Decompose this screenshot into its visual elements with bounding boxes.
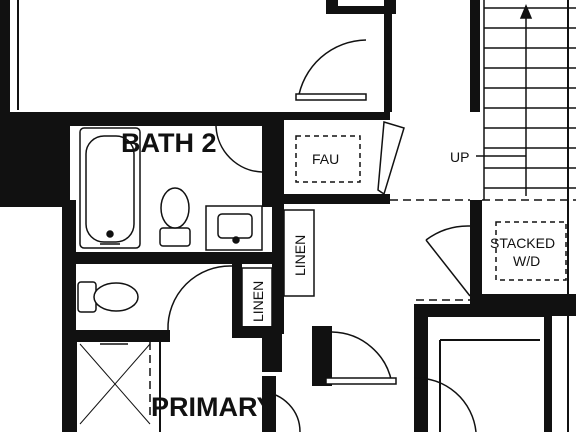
stacked-wd-unit [495, 221, 567, 281]
primary-label: PRIMARY [151, 392, 275, 422]
wall-linen-small [232, 264, 242, 334]
staircase [476, 0, 576, 200]
door-swing-lower-right [413, 377, 477, 432]
door-swing-bath2 [215, 125, 263, 173]
dashed-lines [149, 20, 576, 420]
door-swing-top [297, 39, 367, 101]
linen-label-left: LINEN [250, 281, 266, 322]
door-swing-primary [331, 331, 393, 385]
door-swing-wd [425, 225, 471, 241]
wall-hall-right [384, 0, 392, 112]
linen-shelf-right [283, 209, 315, 297]
thin-walls [17, 0, 569, 432]
wall-linen-divider [272, 204, 284, 334]
up-label: UP [450, 149, 469, 165]
fau-label: FAU [312, 151, 339, 167]
bath2-sink [217, 213, 253, 239]
doors [167, 39, 477, 432]
wall-primary-jamb-left [262, 376, 276, 432]
wall-fau-left [272, 118, 284, 204]
wall-right-edge [544, 316, 552, 432]
bath2-faucet [232, 236, 240, 244]
wall-primary-door-jamb [312, 326, 332, 386]
bath2-toilet-tank [159, 227, 191, 247]
toilet-room-bowl [93, 282, 139, 312]
door-leaf-wd [425, 239, 471, 297]
wall-toilet-bottom [70, 330, 170, 342]
wall-wd-bottom [470, 294, 576, 306]
door-leaf-fau [377, 121, 405, 196]
wall-fau-top [270, 112, 390, 120]
wall-bath2-bottom [70, 252, 280, 264]
bath2-toilet-bowl [160, 187, 190, 229]
door-swing-toilet [167, 265, 233, 331]
wall-wd-left [470, 200, 482, 300]
door-leaf-top [295, 93, 367, 101]
wall-top-left [0, 0, 10, 120]
stacked-label-line2: W/D [513, 253, 540, 269]
wall-stair-left [470, 0, 480, 112]
fixtures [77, 127, 567, 425]
wall-bath2-top [70, 112, 270, 126]
door-leaf-primary [325, 377, 397, 385]
wall-primary-left [262, 326, 282, 372]
bathtub-drain [106, 230, 114, 238]
labels: BATH 2 PRIMARY FAU UP STACKED W/D LINEN … [121, 128, 555, 422]
wall-left-block [0, 112, 70, 207]
wall-right-lower-top [414, 304, 576, 316]
wall-right-lower [414, 304, 428, 432]
bathtub-basin [85, 135, 135, 243]
stair-arrow-head [519, 4, 533, 19]
wall-top-door-head [326, 6, 396, 14]
stacked-label-line1: STACKED [490, 235, 555, 251]
linen-label-right: LINEN [292, 235, 308, 276]
door-swing-primary-left [261, 391, 301, 432]
wall-fau-bottom [272, 194, 390, 204]
bath2-label: BATH 2 [121, 128, 217, 158]
shower-diag [79, 343, 151, 425]
linen-shelf-left [241, 267, 273, 329]
wall-left-vertical [62, 200, 76, 432]
fau-unit [295, 135, 361, 183]
